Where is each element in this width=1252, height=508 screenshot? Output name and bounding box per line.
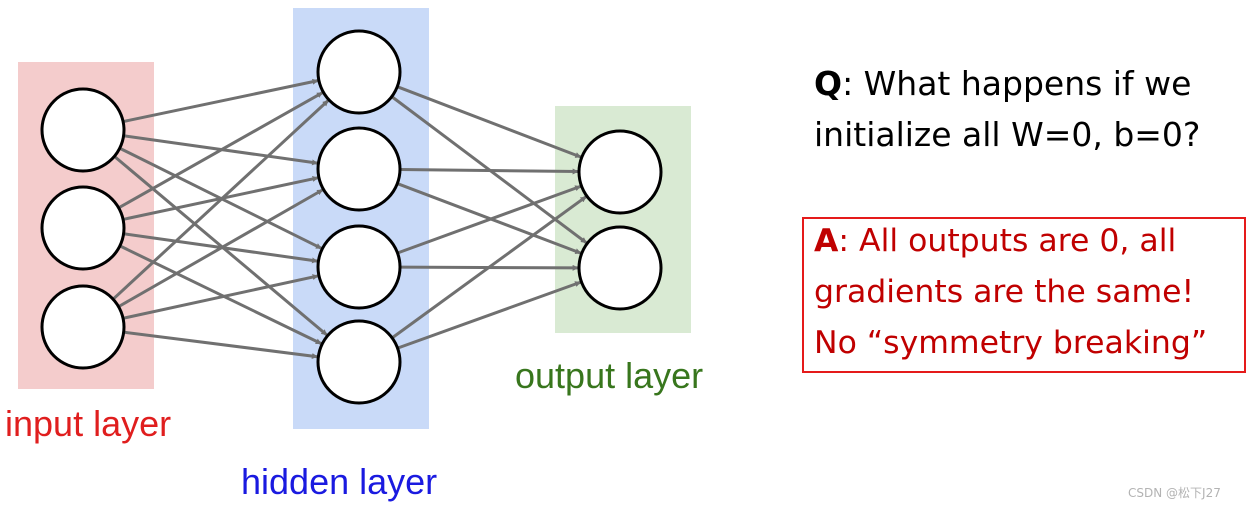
- edge-hidden-4-to-output-2: [397, 280, 582, 350]
- question-body: : What happens if we initialize all W=0,…: [814, 64, 1201, 154]
- answer-text: A: All outputs are 0, all gradients are …: [814, 216, 1252, 369]
- answer-line-3: No “symmetry breaking”: [814, 325, 1208, 361]
- question-prefix: Q: [814, 64, 843, 103]
- edges-group: [112, 78, 588, 360]
- watermark: CSDN @松下J27: [1128, 486, 1221, 500]
- edge-input-1-to-hidden-1: [122, 78, 319, 124]
- answer-line-1-text: : All outputs are 0, all: [838, 223, 1177, 259]
- question-text: Q: What happens if we initialize all W=0…: [814, 58, 1244, 160]
- input-neuron-2: [40, 185, 126, 271]
- input-neuron-3: [40, 284, 126, 370]
- edge-input-3-to-hidden-4: [123, 330, 318, 360]
- edge-input-3-to-hidden-2: [117, 188, 324, 308]
- answer-line-2: gradients are the same!: [814, 274, 1195, 310]
- answer-box: [802, 217, 1246, 373]
- edge-input-3-to-hidden-3: [122, 274, 319, 320]
- neurons-group: [40, 29, 663, 405]
- answer-line-1: A: All outputs are 0, all: [814, 216, 1252, 267]
- edge-hidden-4-to-output-1: [391, 195, 587, 340]
- edge-input-3-to-hidden-1: [112, 99, 330, 301]
- edge-hidden-2-to-output-1: [399, 167, 579, 175]
- hidden-layer-label: hidden layer: [241, 461, 437, 502]
- hidden-neuron-2: [316, 126, 402, 212]
- neural-network-diagram: input layer hidden layer output layer: [5, 8, 703, 502]
- input-layer-label: input layer: [5, 403, 171, 444]
- hidden-neuron-3: [316, 224, 402, 310]
- hidden-neuron-4: [316, 319, 402, 405]
- edge-hidden-1-to-output-1: [396, 85, 582, 159]
- input-neuron-1: [40, 87, 126, 173]
- output-neuron-2: [577, 225, 663, 311]
- edge-hidden-3-to-output-1: [397, 184, 582, 255]
- output-neuron-1: [577, 129, 663, 215]
- answer-prefix: A: [814, 223, 839, 259]
- hidden-neuron-1: [316, 29, 402, 115]
- edge-input-1-to-hidden-4: [113, 155, 328, 337]
- output-layer-label: output layer: [515, 355, 703, 396]
- edge-input-2-to-hidden-1: [117, 91, 324, 210]
